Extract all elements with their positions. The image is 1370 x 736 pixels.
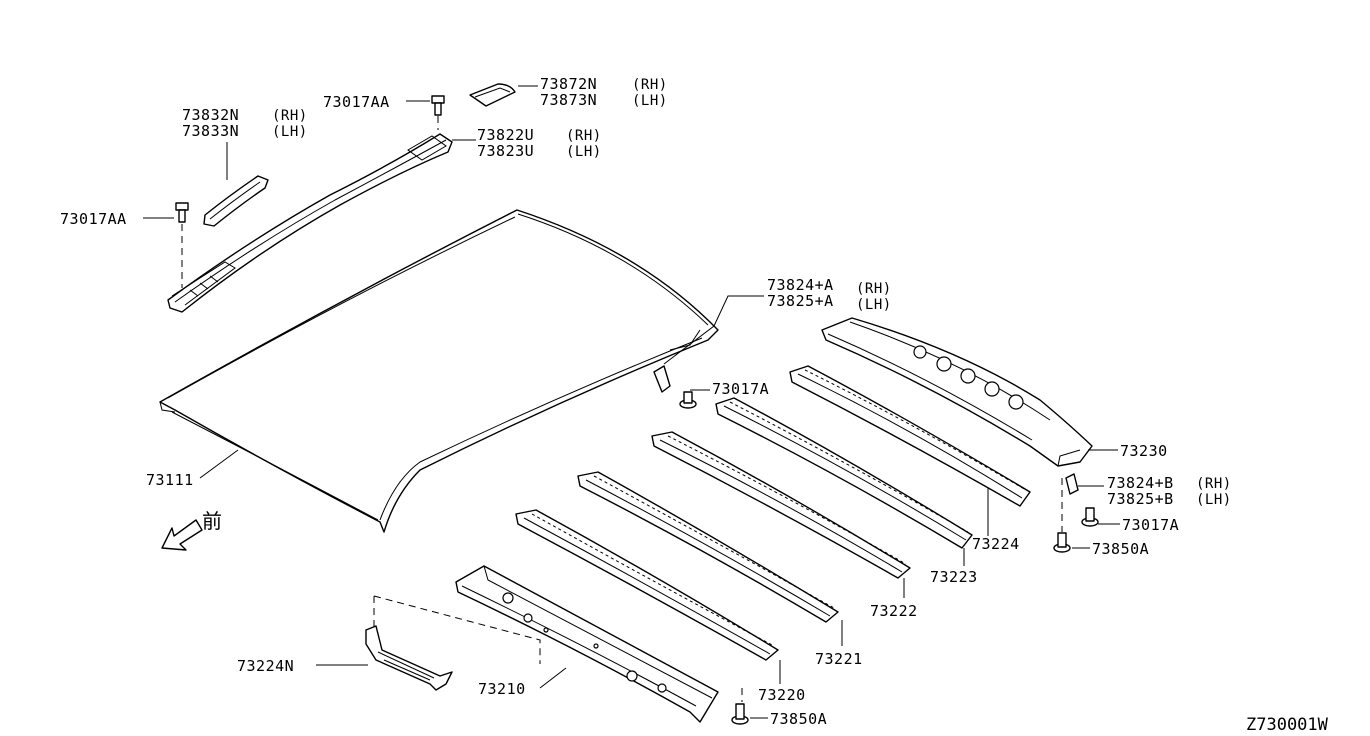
- label-73873N: 73873N: [540, 91, 597, 109]
- label-73833N: 73833N: [182, 122, 239, 140]
- roof-bow-73223[interactable]: [715, 397, 973, 549]
- label-73822U: 73822U: [477, 126, 534, 144]
- side-lh-73833N: (LH): [272, 124, 308, 140]
- label-73221: 73221: [815, 650, 863, 668]
- label-73825B: 73825+B: [1107, 490, 1174, 508]
- label-73850A-right: 73850A: [1092, 540, 1149, 558]
- label-73017AA-top: 73017AA: [323, 93, 390, 111]
- side-rh-73832N: (RH): [272, 108, 308, 124]
- label-73824B: 73824+B: [1107, 474, 1174, 492]
- roof-bow-73220[interactable]: [515, 509, 779, 661]
- bolt-73850A-bottom[interactable]: [731, 703, 749, 725]
- bolt-73850A-right[interactable]: [1053, 532, 1071, 553]
- side-rh-73824A: (RH): [856, 281, 892, 297]
- label-73825A: 73825+A: [767, 292, 834, 310]
- label-73111: 73111: [146, 471, 194, 489]
- label-73823U: 73823U: [477, 142, 534, 160]
- side-lh-73825A: (LH): [856, 297, 892, 313]
- rail-finisher-73832N[interactable]: [203, 175, 269, 227]
- roof-bow-73222[interactable]: [651, 431, 911, 579]
- label-73017A-right: 73017A: [1122, 516, 1179, 534]
- front-arrow-icon: [161, 519, 203, 551]
- clip-73824B[interactable]: [1065, 473, 1079, 495]
- side-lh-73873N: (LH): [632, 93, 668, 109]
- label-73210: 73210: [478, 680, 526, 698]
- diagram-code: Z730001W: [1246, 715, 1329, 735]
- label-73230: 73230: [1120, 442, 1168, 460]
- label-73824A: 73824+A: [767, 276, 834, 294]
- roof-bow-73224[interactable]: [789, 365, 1031, 507]
- clip-73824A[interactable]: [653, 365, 671, 393]
- bolt-73017A-right[interactable]: [1081, 507, 1099, 527]
- front-label: 前: [202, 509, 222, 533]
- front-roof-rail-73210[interactable]: [455, 565, 719, 723]
- label-73224: 73224: [972, 535, 1020, 553]
- label-73223: 73223: [930, 568, 978, 586]
- roof-panel-73111[interactable]: [159, 209, 719, 533]
- bolt-73017A-mid[interactable]: [679, 391, 697, 409]
- label-73017A-mid: 73017A: [712, 380, 769, 398]
- rear-roof-rail-73230[interactable]: [821, 317, 1093, 467]
- side-rh-73822U: (RH): [566, 128, 602, 144]
- bolt-73017AA-left[interactable]: [175, 202, 189, 223]
- roof-rail-73822U[interactable]: [167, 133, 453, 313]
- side-rh-73872N: (RH): [632, 77, 668, 93]
- bolt-73017AA-top[interactable]: [431, 95, 445, 116]
- label-73222: 73222: [870, 602, 918, 620]
- end-finisher-73872N[interactable]: [469, 83, 516, 107]
- label-73224N: 73224N: [237, 657, 294, 675]
- side-rh-73824B: (RH): [1196, 476, 1232, 492]
- leader-lines: [143, 85, 1120, 719]
- side-lh-73823U: (LH): [566, 144, 602, 160]
- label-73872N: 73872N: [540, 75, 597, 93]
- label-73017AA-left: 73017AA: [60, 210, 127, 228]
- label-73850A-bottom: 73850A: [770, 710, 827, 728]
- bracket-73224N[interactable]: [365, 625, 453, 691]
- side-lh-73825B: (LH): [1196, 492, 1232, 508]
- roof-bow-73221[interactable]: [577, 471, 839, 623]
- label-73220: 73220: [758, 686, 806, 704]
- label-73832N: 73832N: [182, 106, 239, 124]
